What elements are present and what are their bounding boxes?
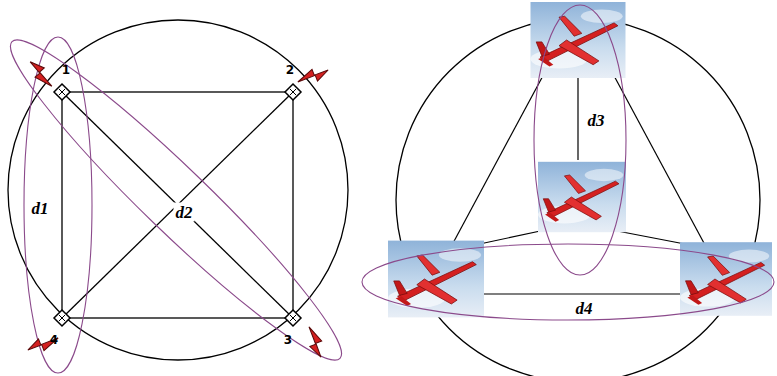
distance-label: d3 — [586, 111, 607, 130]
distance-label: d2 — [174, 203, 195, 222]
corner-number: 2 — [284, 63, 296, 77]
corner-number: 4 — [48, 333, 60, 347]
distance-label: d1 — [30, 199, 51, 218]
corner-number: 3 — [282, 333, 294, 347]
corner-number: 1 — [60, 63, 72, 77]
distance-label: d4 — [574, 299, 595, 318]
